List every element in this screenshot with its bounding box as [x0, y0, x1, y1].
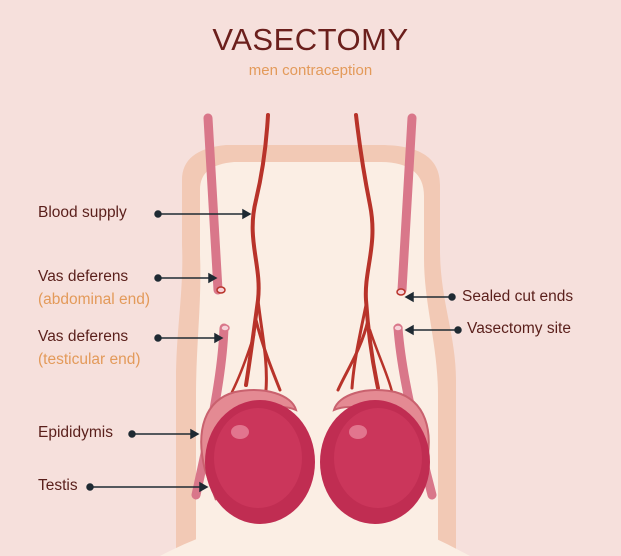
label-vas-deferens-testicular: Vas deferens	[38, 328, 129, 345]
label-vas-deferens-abdominal-sub: (abdominal end)	[38, 291, 151, 308]
label-vasectomy-site: Vasectomy site	[467, 320, 571, 337]
page-title: VASECTOMY	[212, 22, 409, 57]
label-vas-deferens-testicular-sub: (testicular end)	[38, 351, 141, 368]
scrotum-bottom-fill	[160, 525, 470, 556]
label-blood-supply: Blood supply	[38, 204, 127, 221]
vas-deferens-abdominal-left	[203, 113, 226, 295]
leader-lines	[86, 208, 462, 493]
label-vas-deferens-abdominal: Vas deferens	[38, 268, 129, 285]
blood-vessels-left	[230, 113, 282, 394]
label-epididymis: Epididymis	[38, 424, 113, 441]
label-testis: Testis	[38, 477, 78, 494]
vas-deferens-abdominal-right	[396, 113, 417, 296]
label-sealed-cut-ends: Sealed cut ends	[462, 288, 574, 305]
blood-vessels-right	[336, 113, 394, 394]
page-subtitle: men contraception	[248, 62, 373, 79]
